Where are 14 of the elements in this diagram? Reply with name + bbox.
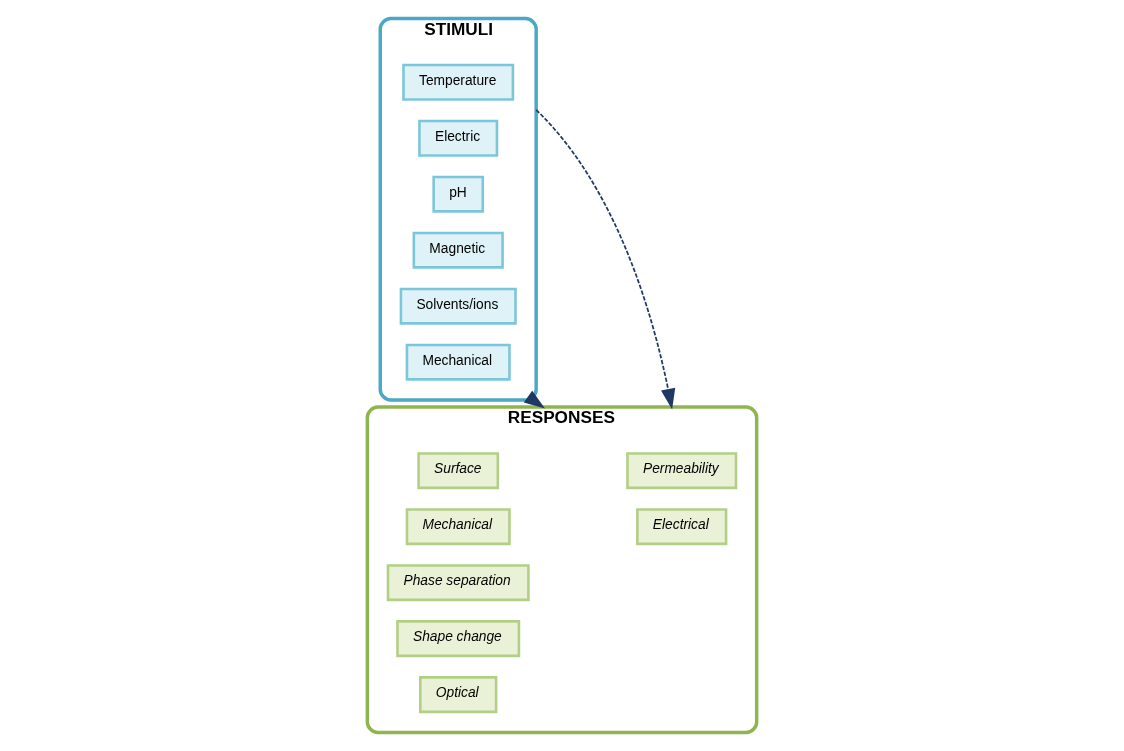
arrow [535, 108, 676, 410]
node-box: Mechanical [405, 508, 511, 546]
node-box: Surface [417, 452, 500, 490]
node-box: Optical [419, 676, 498, 714]
node-box: Electric [418, 119, 499, 157]
node-box: Shape change [396, 620, 521, 658]
node-box: Magnetic [412, 231, 504, 269]
node-box: Permeability [626, 452, 738, 490]
node-box: Solvents/ions [399, 287, 517, 325]
node-box: Mechanical [405, 343, 511, 381]
node-box: Phase separation [386, 564, 530, 602]
node-box: Temperature [402, 63, 515, 101]
node-box: Electrical [636, 508, 728, 546]
node-box: pH [432, 175, 485, 213]
